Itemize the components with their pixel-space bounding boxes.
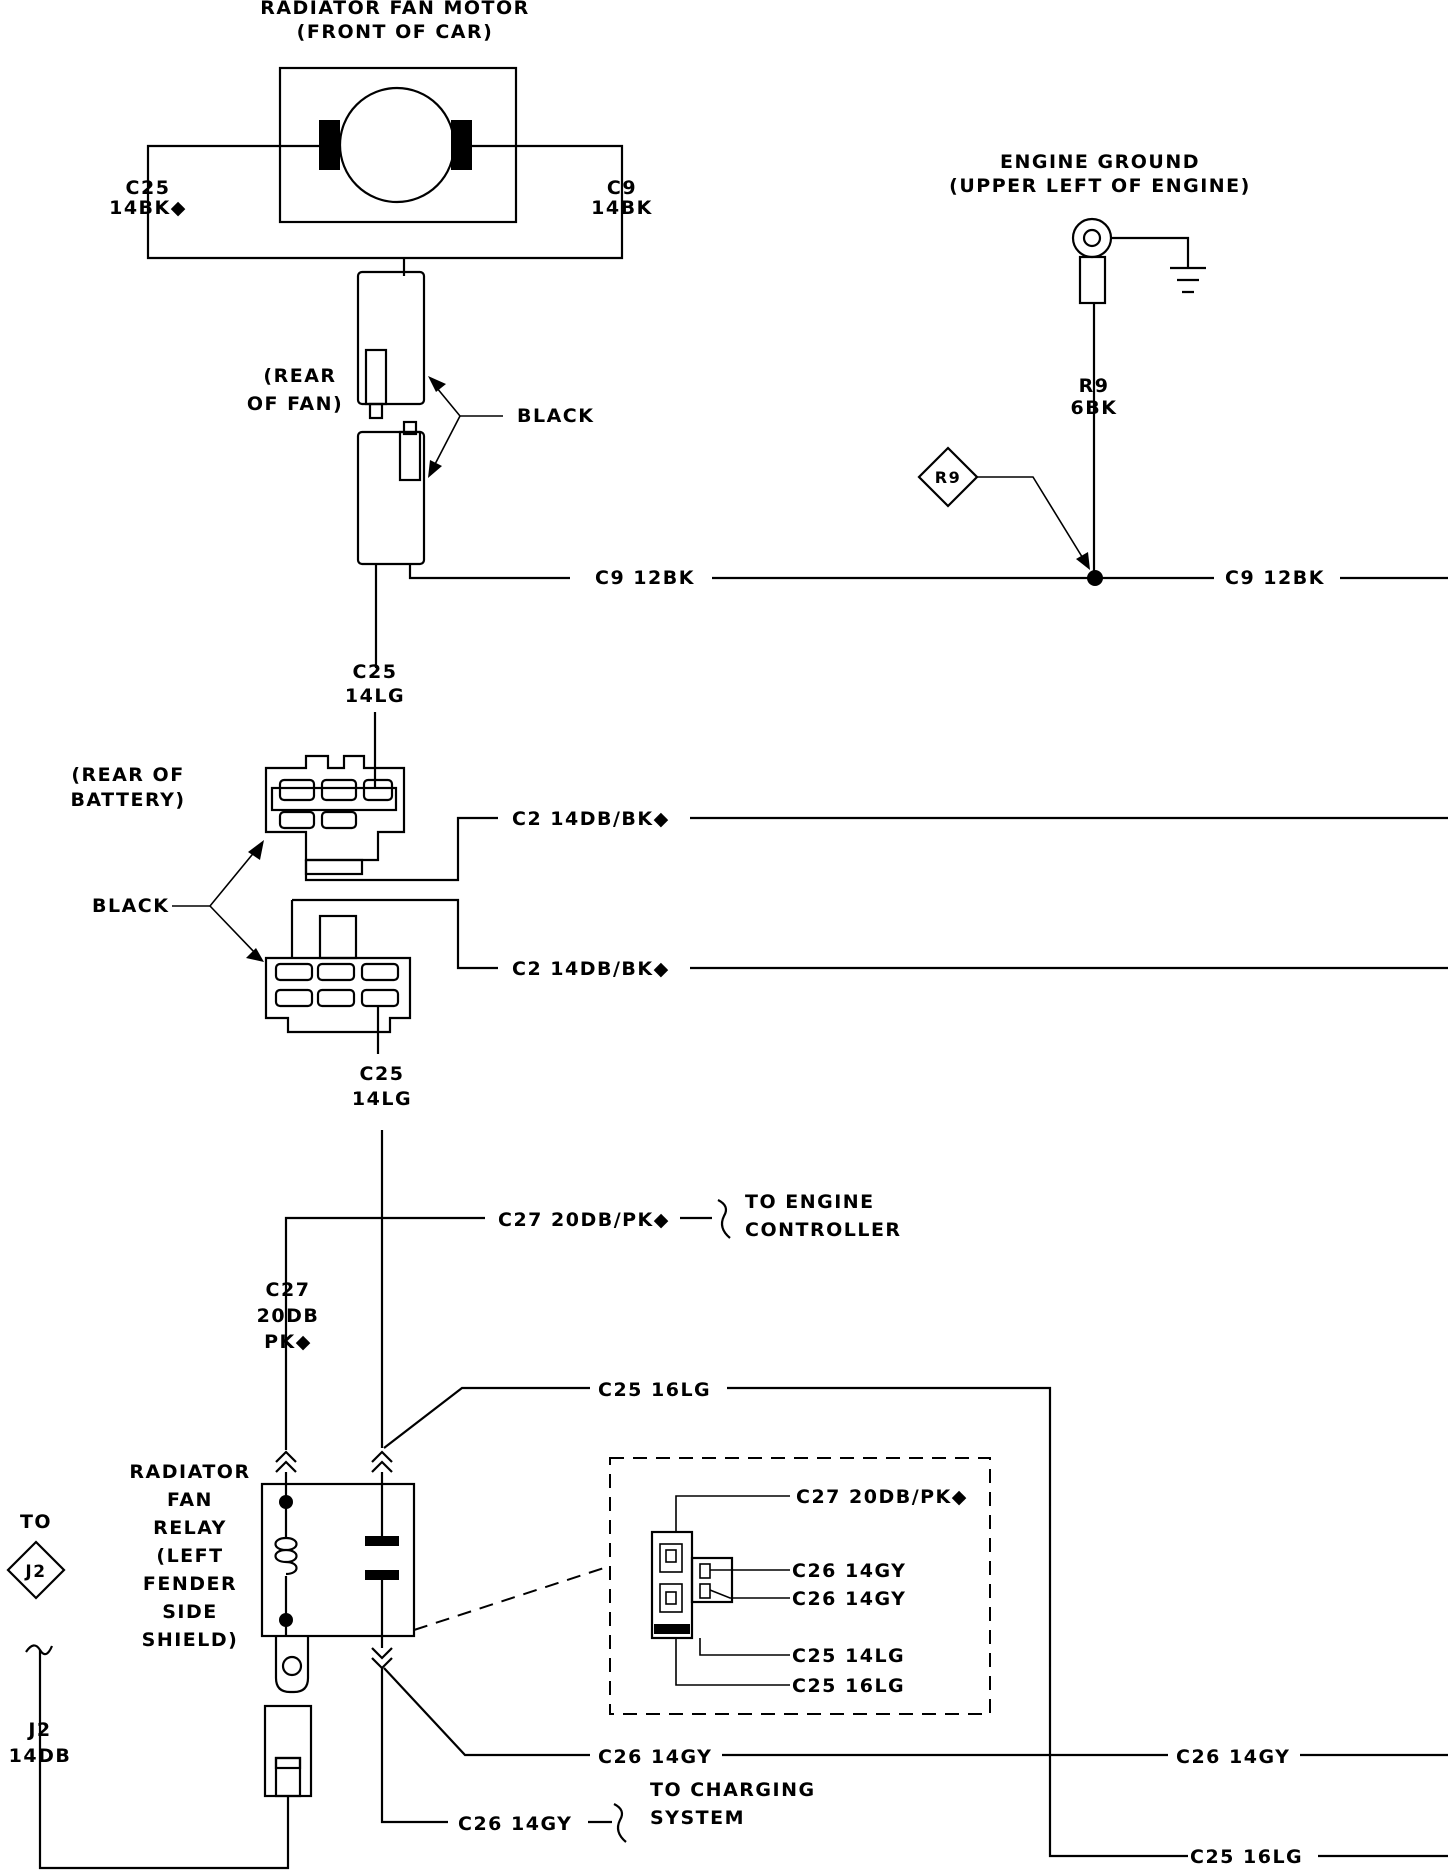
to-charging-1: TO CHARGING (650, 1779, 816, 1801)
wire-c27-vertical-2: 20DB (257, 1305, 320, 1327)
j2-diamond: J2 (6, 1540, 66, 1600)
relay-pin-c26-b: C26 14GY (792, 1588, 906, 1610)
relay-label-line-4: (LEFT (156, 1545, 223, 1567)
j2-connector: J2 14DB TO J2 (6, 1511, 313, 1870)
relay-label-line-3: RELAY (153, 1517, 227, 1539)
wire-c27-horizontal: C27 20DB/PK◆ (498, 1209, 670, 1231)
rear-of-battery-label-1: (REAR OF (71, 764, 184, 786)
relay-pin-c26-a: C26 14GY (792, 1560, 906, 1582)
relay-contact-lower (365, 1570, 399, 1580)
wire-c25-14lg-mid-code: C25 (360, 1063, 405, 1085)
radiator-fan-motor: RADIATOR FAN MOTOR (FRONT OF CAR) C25 14… (109, 0, 653, 276)
wire-c25-14lg-top-gauge: 14LG (345, 685, 405, 707)
relay-pin-c27: C27 20DB/PK◆ (796, 1486, 968, 1508)
rear-of-battery-label-2: BATTERY) (70, 789, 185, 811)
to-j2-label: TO (20, 1511, 52, 1533)
relay-detail-inset: C27 20DB/PK◆ C26 14GY C26 14GY C25 14LG … (413, 1457, 991, 1715)
wire-r9-code: R9 (1079, 375, 1110, 397)
wire-r9-gauge: 6BK (1071, 397, 1118, 419)
relay-label-line-5: FENDER (143, 1573, 237, 1595)
to-charging-2: SYSTEM (650, 1807, 745, 1829)
radiator-fan-relay: RADIATOR FAN RELAY (LEFT FENDER SIDE SHI… (129, 1450, 416, 1694)
relay-label-line-2: FAN (167, 1489, 213, 1511)
relay-label-line-6: SIDE (162, 1601, 218, 1623)
wire-c9-12bk-right: C9 12BK (1225, 567, 1325, 589)
c27-engine-controller-run: C27 20DB/PK◆ TO ENGINE CONTROLLER C27 20… (257, 1191, 902, 1450)
wire-c26-14gy-mid: C26 14GY (598, 1746, 712, 1768)
fan-motor-subtitle: (FRONT OF CAR) (297, 21, 494, 43)
relay-coil-icon (274, 1536, 298, 1576)
rear-of-fan-label-1: (REAR (263, 365, 336, 387)
wire-c2-lower: C2 14DB/BK◆ (512, 958, 670, 980)
relay-label-line-1: RADIATOR (129, 1461, 250, 1483)
wire-c25-14lg-top-code: C25 (353, 661, 398, 683)
relay-pin-c25-14lg: C25 14LG (792, 1645, 905, 1667)
wire-c27-vertical-3: PK◆ (264, 1331, 312, 1353)
relay-pin-c25-16lg: C25 16LG (792, 1675, 905, 1697)
wire-c26-14gy-right: C26 14GY (1176, 1746, 1290, 1768)
fan-connector-color-label: BLACK (517, 405, 594, 427)
wire-c25-14lg-mid-gauge: 14LG (352, 1088, 412, 1110)
engine-ground-title: ENGINE GROUND (1000, 151, 1200, 173)
wire-c25-14bk-gauge: 14BK◆ (109, 197, 187, 219)
wire-c9-14bk-code: C9 (607, 177, 637, 199)
wire-c9-14bk-gauge: 14BK (591, 197, 653, 219)
rear-of-fan-label-2: OF FAN) (247, 393, 343, 415)
battery-connector-color-label: BLACK (92, 895, 169, 917)
r9-splice-diamond: R9 (917, 446, 979, 508)
fan-motor-title: RADIATOR FAN MOTOR (260, 0, 530, 19)
wire-c9-12bk-left: C9 12BK (595, 567, 695, 589)
relay-contact-upper (365, 1536, 399, 1546)
ground-run: C9 12BK C9 12BK (595, 566, 1448, 590)
to-engine-controller-1: TO ENGINE (745, 1191, 875, 1213)
wire-c25-16lg-bottom: C25 16LG (1190, 1846, 1303, 1868)
wire-c27-vertical-1: C27 (266, 1279, 311, 1301)
engine-ground-subtitle: (UPPER LEFT OF ENGINE) (949, 175, 1251, 197)
fan-connector: (REAR OF FAN) BLACK (247, 270, 594, 668)
relay-label-line-7: SHIELD) (142, 1629, 239, 1651)
wire-c25-16lg-top: C25 16LG (598, 1379, 711, 1401)
battery-connector: (REAR OF BATTERY) BLACK (70, 754, 498, 1054)
wire-c25-14bk-code: C25 (126, 177, 171, 199)
j2-diamond-id: J2 (24, 1562, 46, 1582)
wire-j2-gauge: 14DB (9, 1745, 72, 1767)
wire-j2-code: J2 (26, 1719, 51, 1741)
to-engine-controller-2: CONTROLLER (745, 1219, 902, 1241)
wire-c2-upper: C2 14DB/BK◆ (512, 808, 670, 830)
ground-symbol-icon (1170, 266, 1206, 294)
wire-c26-14gy-bottom: C26 14GY (458, 1813, 572, 1835)
r9-splice-id: R9 (935, 468, 961, 487)
engine-ground: ENGINE GROUND (UPPER LEFT OF ENGINE) R9 … (917, 151, 1251, 578)
